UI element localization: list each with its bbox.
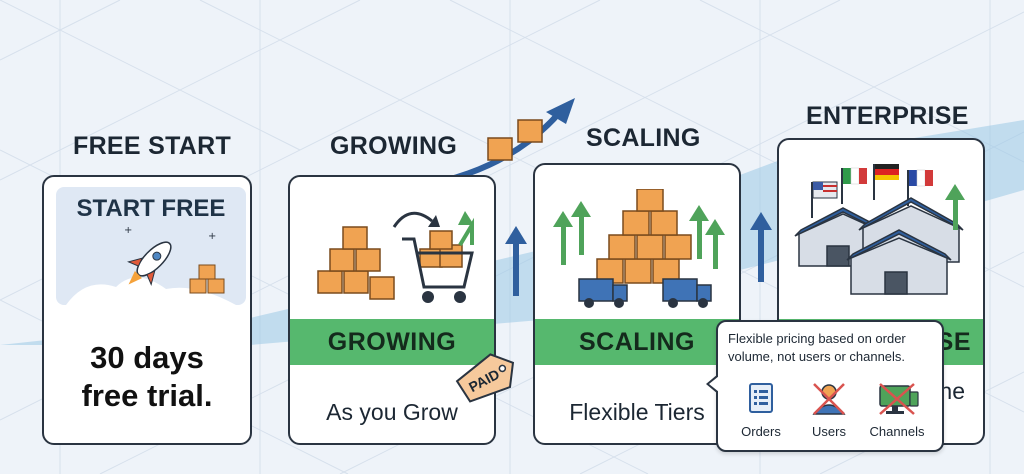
tooltip-tail-inner: [709, 376, 719, 392]
tooltip-item-channels: Channels: [862, 380, 932, 439]
trial-text: 30 days free trial.: [81, 340, 213, 413]
user-icon: [812, 383, 846, 415]
growing-card: GROWING As you Grow: [288, 175, 496, 445]
free-start-card: START FREE + + 30 days free trial.: [42, 175, 252, 445]
pricing-tooltip: Flexible pricing based on order volume, …: [706, 320, 944, 452]
up-arrow-icon: [505, 226, 527, 296]
flag-icon: [811, 164, 933, 218]
warehouses-with-flags-icon: [794, 164, 965, 295]
tooltip-text: Flexible pricing based on order volume, …: [728, 331, 906, 364]
tooltip-users-label: Users: [812, 424, 846, 439]
svg-text:+: +: [124, 227, 132, 236]
growing-band: GROWING: [290, 319, 494, 365]
scaling-band: SCALING: [535, 319, 739, 365]
start-free-panel: START FREE + +: [56, 187, 246, 305]
stage-title-enterprise: ENTERPRISE: [806, 102, 969, 130]
stage-title-free-start: FREE START: [73, 132, 232, 160]
tooltip-item-orders: Orders: [726, 380, 796, 439]
tooltip-channels-label: Channels: [869, 424, 925, 439]
monitor-icon: [879, 383, 919, 415]
cart-with-boxes-icon: [317, 211, 474, 303]
tooltip-orders-label: Orders: [741, 424, 781, 439]
stage-title-scaling: SCALING: [586, 124, 701, 152]
start-free-title: START FREE: [76, 195, 226, 222]
cross-out-icon: [879, 383, 915, 415]
orders-list-icon: [749, 383, 773, 413]
tooltip-item-users: Users: [794, 380, 864, 439]
scaling-subtitle: Flexible Tiers: [569, 399, 705, 425]
box-icon: [487, 119, 543, 161]
cross-out-icon: [813, 383, 845, 415]
stage-title-growing: GROWING: [330, 132, 458, 160]
scaling-card: SCALING Flexible Tiers: [533, 163, 741, 445]
paid-tag: PAID: [451, 344, 528, 415]
up-arrow-icon: [750, 212, 772, 282]
svg-text:+: +: [208, 231, 216, 242]
price-tag-icon: PAID: [455, 353, 515, 403]
growing-subtitle: As you Grow: [326, 399, 458, 425]
boxes-and-trucks-icon: [553, 189, 725, 308]
rocket-icon: + +: [66, 227, 236, 305]
